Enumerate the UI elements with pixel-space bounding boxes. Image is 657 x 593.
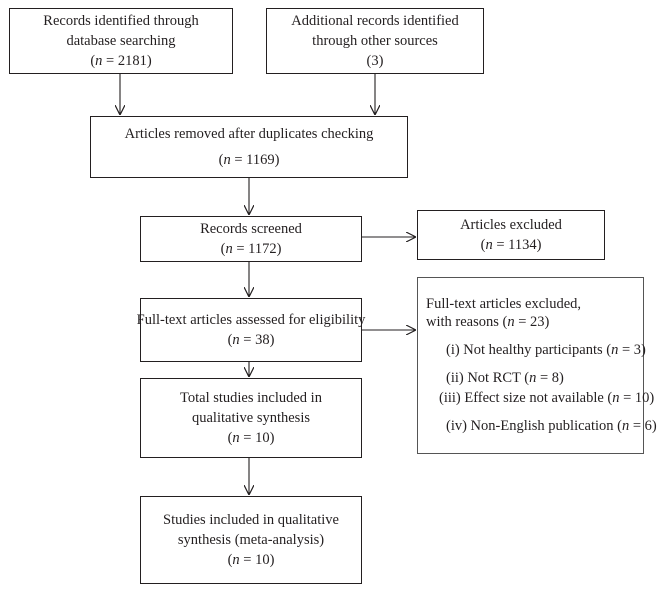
box-count: (n = 1134): [480, 237, 542, 253]
reasons-title: Full-text articles excluded,: [426, 296, 582, 312]
full-text-assessed-box: Full-text articles assessed for eligibil…: [137, 298, 365, 362]
box-line: Articles excluded: [460, 217, 562, 233]
box-line: synthesis (meta-analysis): [177, 532, 325, 548]
box-line: Full-text articles assessed for eligibil…: [136, 312, 366, 328]
duplicates-removed-box: Articles removed after duplicates checki…: [90, 116, 408, 178]
records-screened-box: Records screened (n = 1172): [140, 216, 362, 262]
additional-records-box: Additional records identified through ot…: [266, 8, 484, 74]
box-count: (n = 1169): [218, 152, 280, 168]
box-line: Studies included in qualitative: [163, 512, 339, 528]
reason-item: (i) Not healthy participants (n = 3): [446, 342, 646, 358]
box-line: Total studies included in: [180, 390, 322, 406]
box-count: (n = 1172): [220, 241, 282, 257]
meta-analysis-box: Studies included in qualitative synthesi…: [140, 496, 362, 584]
box-line: qualitative synthesis: [192, 410, 310, 426]
reason-item: (iv) Non-English publication (n = 6): [446, 418, 657, 434]
box-line: Records identified through: [43, 13, 199, 29]
box-count: (3): [366, 53, 384, 69]
box-line: through other sources: [312, 33, 438, 49]
records-identified-database-box: Records identified through database sear…: [9, 8, 233, 74]
box-count: (n = 10): [227, 430, 275, 446]
articles-excluded-box: Articles excluded (n = 1134): [417, 210, 605, 260]
reasons-title: with reasons (n = 23): [426, 314, 550, 330]
box-count: (n = 38): [227, 332, 275, 348]
box-count: (n = 10): [227, 552, 275, 568]
reason-item: (iii) Effect size not available (n = 10): [439, 390, 655, 406]
qualitative-synthesis-box: Total studies included in qualitative sy…: [140, 378, 362, 458]
box-line: Additional records identified: [291, 13, 459, 29]
exclusion-reasons-box: Full-text articles excluded, with reason…: [417, 277, 657, 454]
box-line: database searching: [66, 33, 176, 49]
box-count: (n = 2181): [90, 53, 152, 69]
reason-item: (ii) Not RCT (n = 8): [446, 370, 564, 386]
box-line: Records screened: [200, 221, 302, 237]
box-line: Articles removed after duplicates checki…: [124, 126, 374, 142]
